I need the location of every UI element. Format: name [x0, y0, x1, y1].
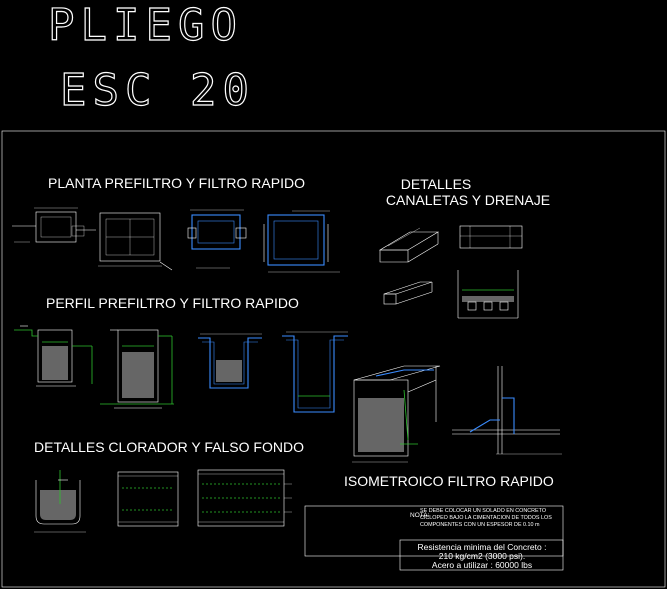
heading-perfil: PERFIL PREFILTRO Y FILTRO RAPIDO [46, 295, 299, 311]
perfil-prefiltro [14, 325, 93, 387]
sheet-title-line2: ESC 20 [60, 65, 255, 116]
resistance-box [399, 539, 564, 571]
detalle-drenaje [457, 270, 519, 319]
planta-prefiltro [12, 207, 96, 243]
isometrico-filtro [352, 365, 441, 463]
note-box [304, 505, 564, 557]
resistance-line1: Resistencia minima del Concreto : [418, 542, 547, 552]
detalle-canal-lavado [383, 281, 433, 305]
planta-drenaje-1 [187, 209, 247, 269]
planta-drenaje-2 [263, 210, 340, 273]
detalle-falso-fondo-1 [117, 471, 179, 527]
detalle-canaleta-iso [378, 227, 440, 263]
resistance-line2: 210 kg/cm2 (3000 psi). [439, 551, 525, 561]
heading-isometrico: ISOMETROICO FILTRO RAPIDO [344, 473, 554, 489]
note-label: NOTA: [410, 512, 430, 519]
detalle-drenaje-seccion [459, 225, 523, 249]
perfil-canal-1 [198, 333, 262, 389]
heading-detalles-1: DETALLES [401, 176, 472, 192]
detalle-falso-fondo-2 [197, 469, 292, 527]
planta-filtro [98, 212, 173, 271]
perfil-filtro [100, 329, 174, 409]
detalle-tuberia [452, 366, 562, 455]
sheet-title-line1: PLIEGO [48, 0, 243, 51]
sheet-frame [1, 130, 666, 588]
detalle-clorador [34, 470, 86, 533]
heading-clorador: DETALLES CLORADOR Y FALSO FONDO [34, 439, 304, 455]
note-text: SE DEBE COLOCAR UN SOLADO EN CONCRETO CI… [420, 508, 552, 528]
note-text-container: SE DEBE COLOCAR UN SOLADO EN CONCRETO CI… [420, 508, 552, 528]
resistance-line3: Acero a utilizar : 60000 lbs [432, 560, 532, 570]
heading-detalles-2: CANALETAS Y DRENAJE [386, 192, 550, 208]
perfil-canal-2 [282, 331, 348, 413]
heading-planta: PLANTA PREFILTRO Y FILTRO RAPIDO [48, 175, 305, 191]
